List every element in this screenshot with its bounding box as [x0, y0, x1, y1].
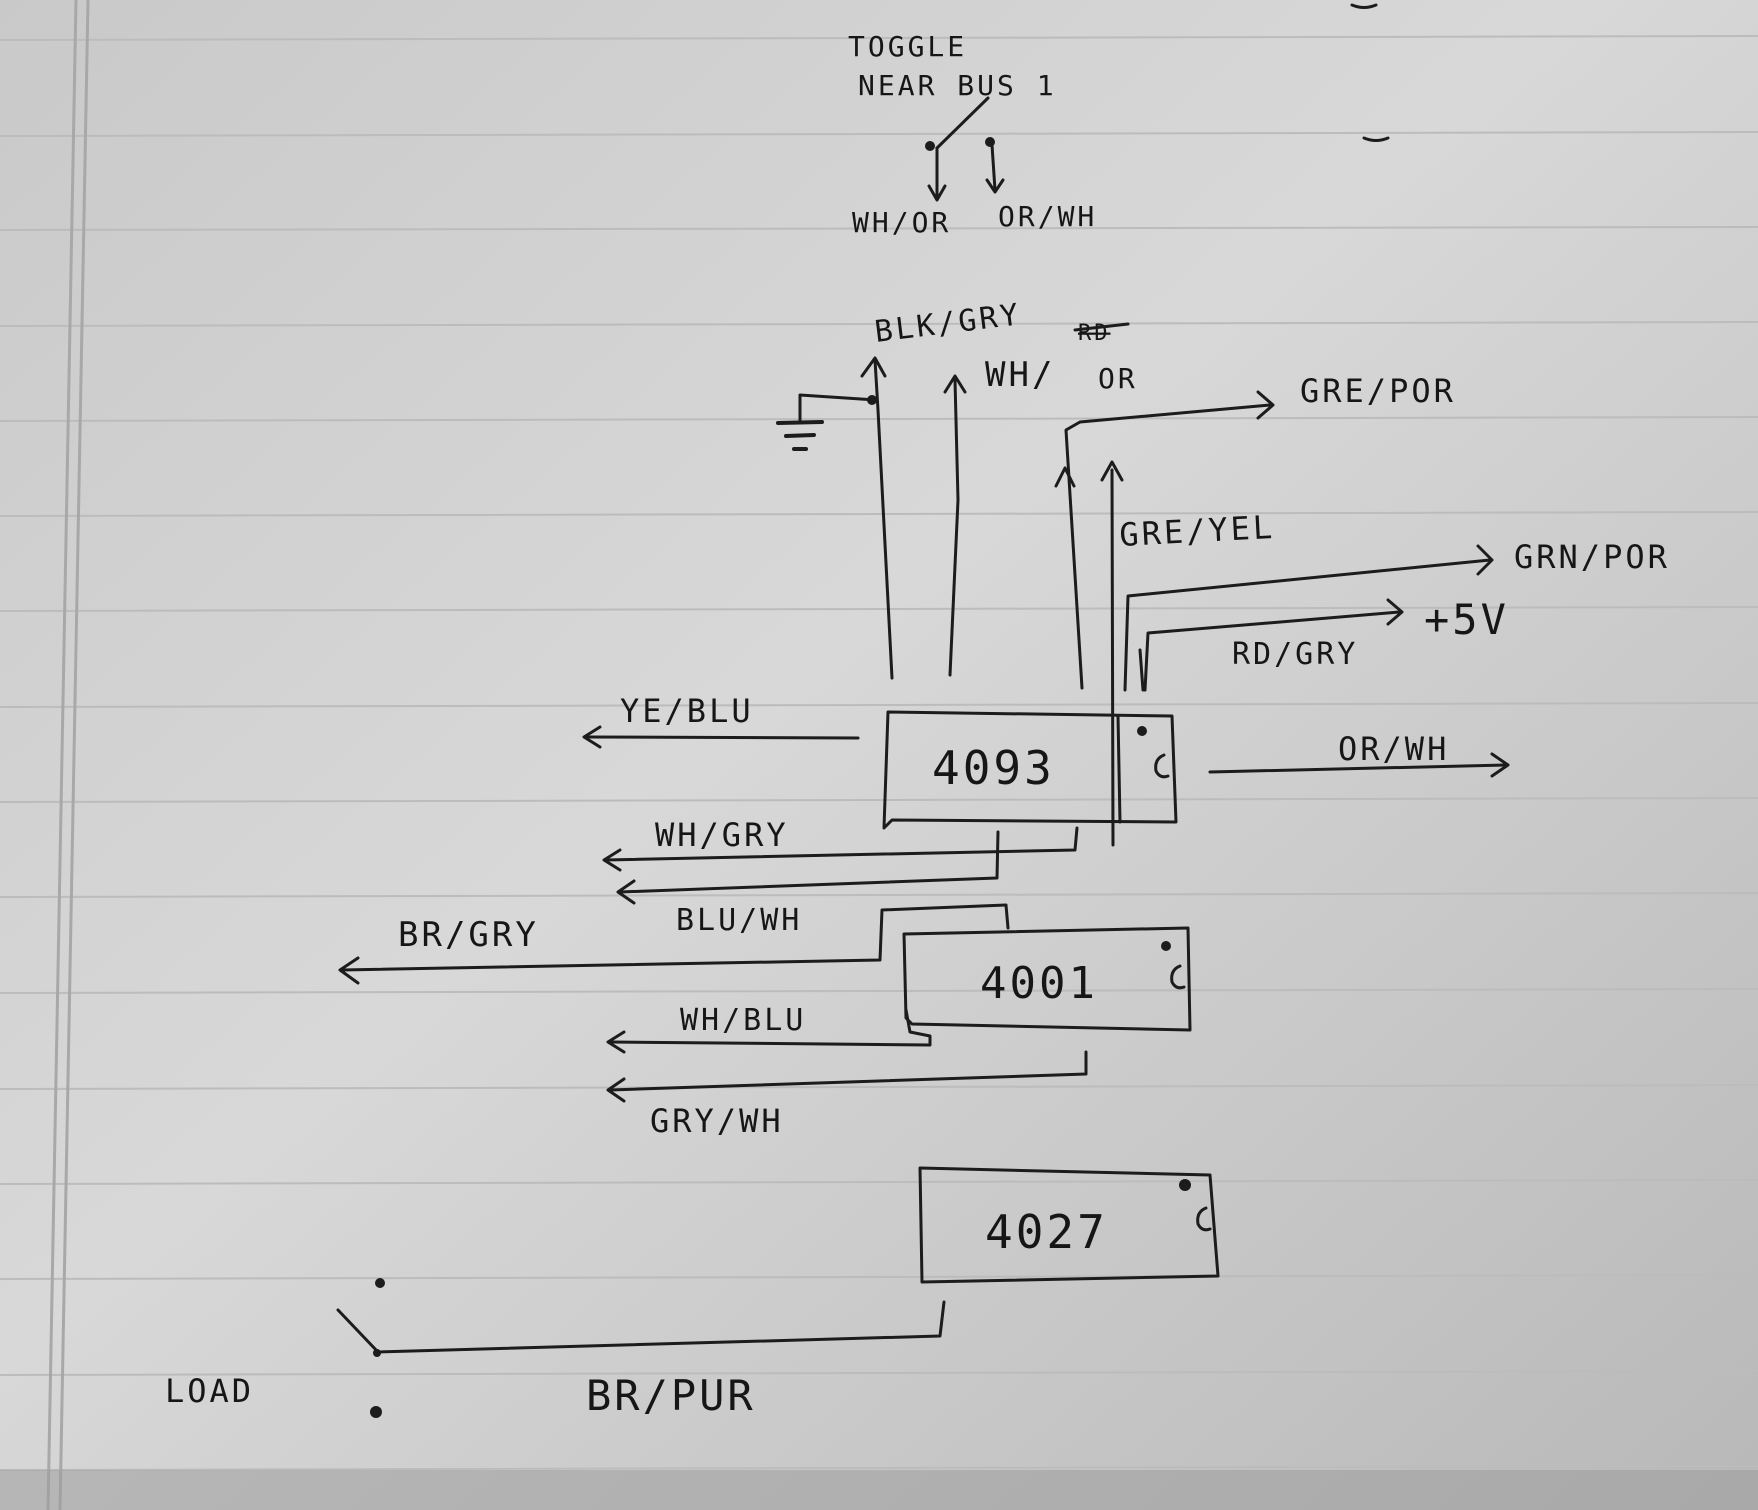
wire-label-wh-gry: WH/GRY [655, 816, 789, 854]
toggle-label-line1: TOGGLE [848, 30, 967, 63]
wire-label-ye-blu: YE/BLU [620, 692, 754, 730]
chip-4027-label: 4027 [985, 1205, 1108, 1259]
wire-wh-gry: WH/GRY [602, 816, 1079, 872]
wire-label-plus5v: +5V [1424, 595, 1509, 644]
load-switch: LOAD BR/PUR [165, 1278, 946, 1420]
wire-label-wh-or-struck: RD [1078, 321, 1111, 346]
toggle-out-left-label: WH/OR [852, 206, 951, 239]
wire-br-gry: BR/GRY [338, 903, 1010, 985]
chip-4027: 4027 [918, 1166, 1220, 1284]
wire-label-br-gry: BR/GRY [398, 915, 539, 955]
ruled-lines [0, 35, 1758, 1471]
chip-4001: 4001 [902, 926, 1192, 1032]
wire-label-br-pur: BR/PUR [586, 1371, 756, 1420]
wire-label-gre-yel: GRE/YEL [1118, 508, 1276, 554]
wire-gre-por: GRE/POR [1054, 372, 1456, 690]
wire-label-gry-wh: GRY/WH [650, 1102, 784, 1140]
toggle-out-right-label: OR/WH [998, 200, 1097, 233]
page-bottom-edge [0, 1470, 1758, 1510]
wire-label-wh-blu: WH/BLU [680, 1003, 806, 1038]
wire-ye-blu: YE/BLU [582, 692, 860, 749]
wire-label-wh-or-correction: OR [1098, 362, 1138, 395]
wire-wh-or-up: WH/ RD OR [943, 321, 1138, 677]
wire-rd-gry-5v: +5V RD/GRY [1138, 595, 1509, 692]
margin-lines [46, 0, 90, 1510]
wire-or-wh: OR/WH [1208, 730, 1510, 778]
wire-blu-wh: BLU/WH [616, 830, 1000, 938]
wire-label-gre-por: GRE/POR [1300, 372, 1456, 410]
stray-marks [1350, 3, 1390, 142]
wire-grn-por: GRN/POR [1123, 538, 1670, 692]
chip-4093-label: 4093 [932, 741, 1055, 795]
chip-4001-label: 4001 [980, 958, 1098, 1009]
wire-gre-yel: GRE/YEL [1100, 460, 1276, 847]
wire-wh-blu: WH/BLU [606, 1003, 932, 1054]
chip-4093: 4093 [882, 710, 1178, 830]
wire-label-grn-por: GRN/POR [1514, 538, 1670, 576]
wire-label-or-wh: OR/WH [1338, 730, 1449, 768]
wire-label-rd-gry: RD/GRY [1232, 637, 1358, 672]
load-label: LOAD [165, 1372, 254, 1410]
toggle-switch: TOGGLE NEAR BUS 1 WH/OR OR/WH [848, 30, 1097, 239]
toggle-label-line2: NEAR BUS 1 [858, 69, 1057, 102]
wire-label-blu-wh: BLU/WH [676, 903, 802, 938]
wire-gry-wh: GRY/WH [606, 1050, 1088, 1140]
wire-label-wh-or: WH/ [985, 355, 1055, 395]
